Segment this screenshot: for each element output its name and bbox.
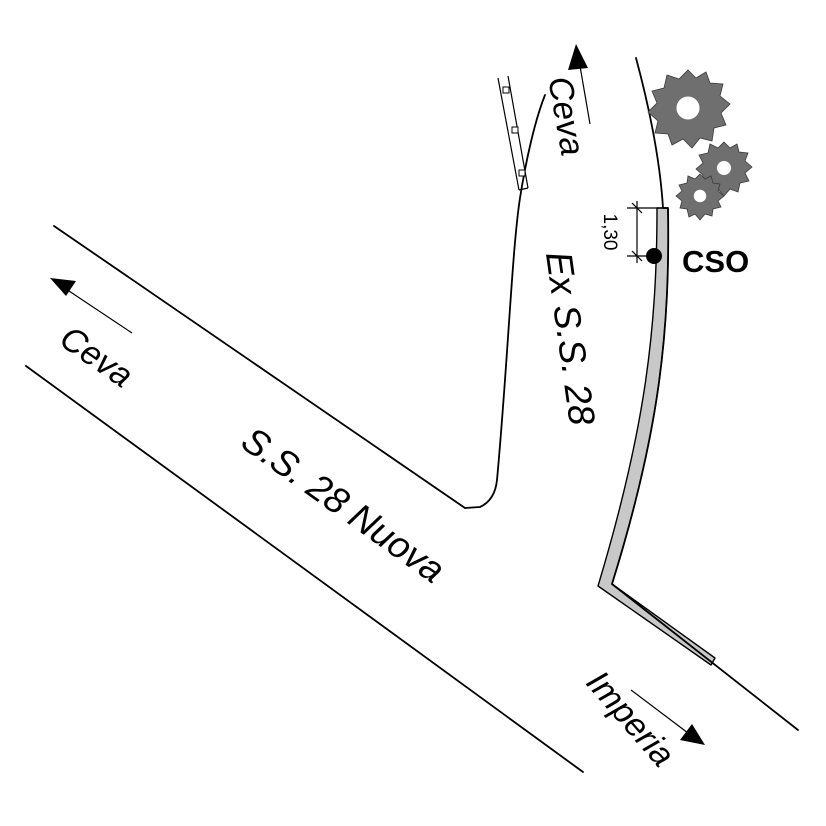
direction-imperia: Imperia <box>579 664 705 774</box>
ex-ss28-label: Ex S.S. 28 <box>538 249 603 428</box>
roadside-barrier <box>497 75 529 191</box>
ss28-nuova-road <box>25 225 584 773</box>
ex-ss28-road-edge-east <box>611 57 799 731</box>
ss28-nuova-edge-upper <box>53 225 466 509</box>
tree-icon <box>647 69 731 149</box>
cso-label: CSO <box>682 244 749 279</box>
cso-marker-dot <box>646 248 662 264</box>
ss28-nuova-edge-lower <box>25 365 584 773</box>
tree-icon <box>675 173 725 221</box>
ss28-nuova-label: S.S. 28 Nuova <box>234 419 452 591</box>
imperia-label: Imperia <box>579 664 682 774</box>
direction-ceva-old: Ceva <box>540 44 591 158</box>
arrow-down-right-icon <box>680 724 705 745</box>
arrow-up-icon <box>568 44 588 70</box>
arrow-up-left-icon <box>50 278 76 296</box>
direction-ceva-main: Ceva <box>50 278 140 395</box>
ex-ss28-road-edge-west <box>464 94 546 509</box>
dimension-value: 1,30 <box>599 214 620 251</box>
tree-group <box>647 69 753 221</box>
